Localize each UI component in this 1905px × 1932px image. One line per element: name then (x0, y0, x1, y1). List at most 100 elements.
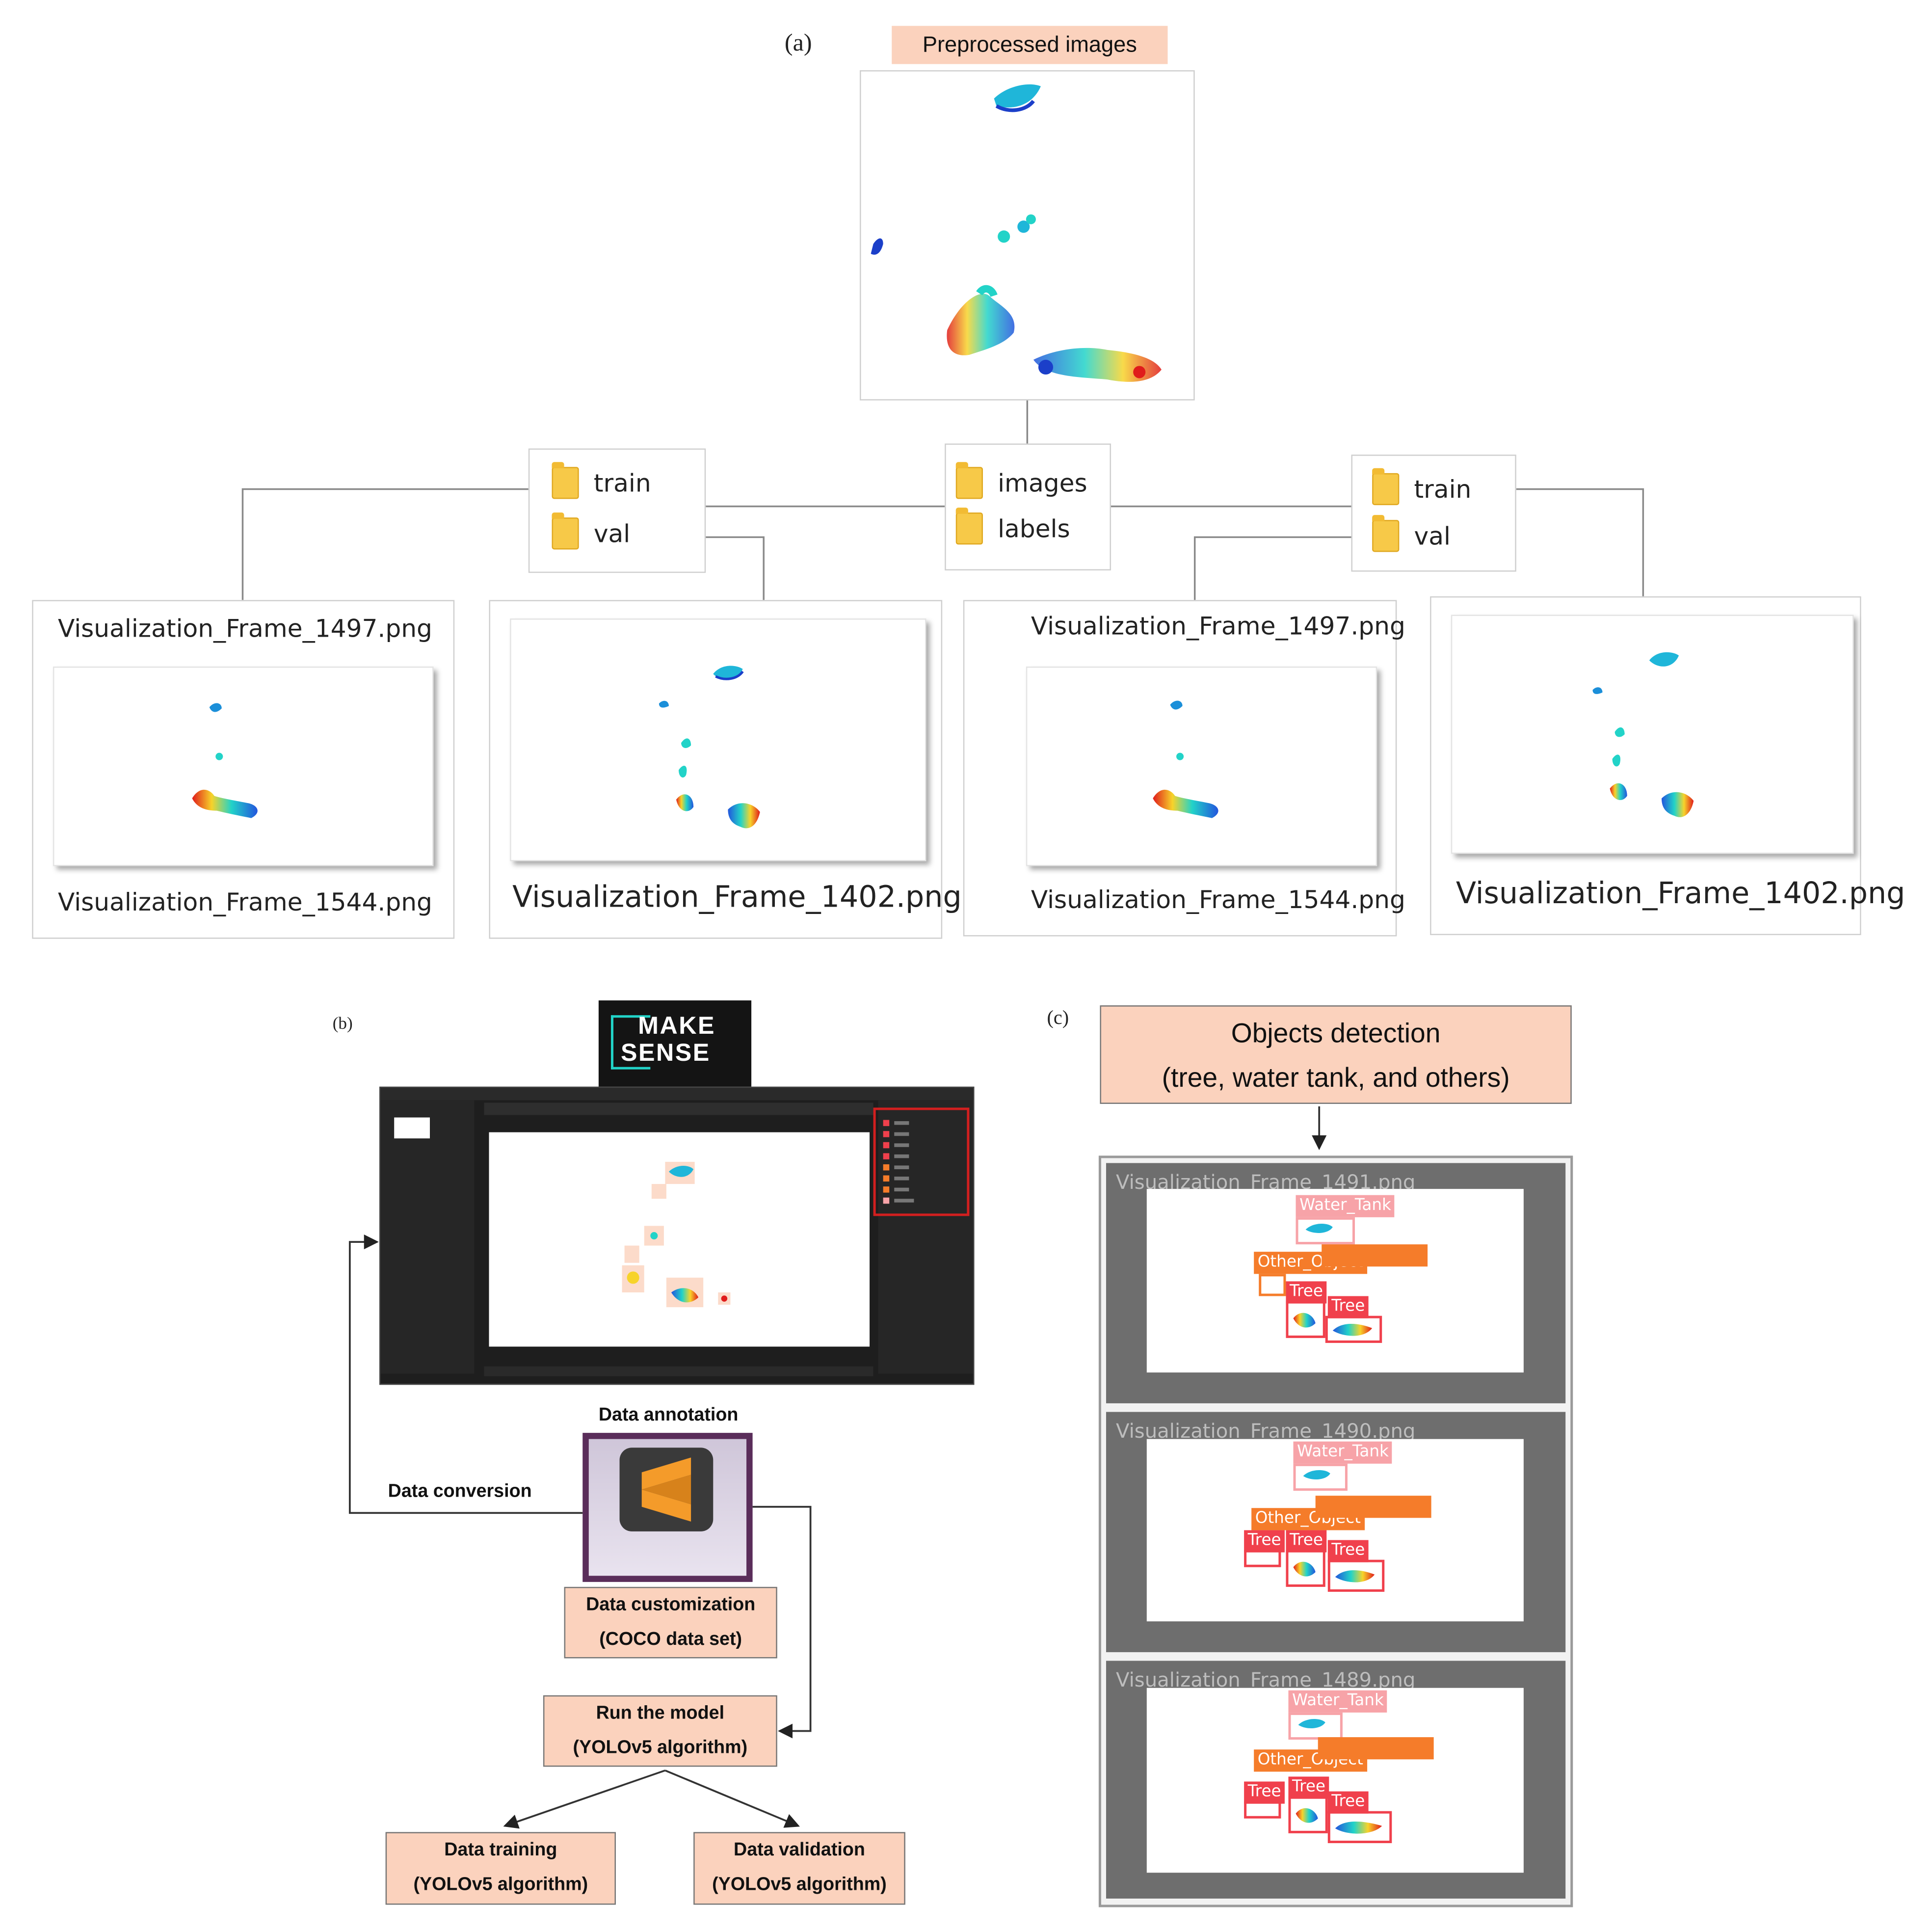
tree-object-2 (1332, 1323, 1373, 1336)
folder-icon (552, 512, 579, 550)
bbox-water-tank (1293, 1463, 1348, 1491)
bbox-other-object (1259, 1274, 1286, 1296)
preprocessed-image-frame (859, 70, 1195, 401)
folder-icon (1372, 515, 1400, 552)
panel-a-label: (a) (784, 29, 812, 57)
file-card-2[interactable]: Visualization_Frame_1402.png (489, 600, 962, 939)
tag-tree-2: Tree (1288, 1776, 1329, 1799)
data-validation-box: Data validation (YOLOv5 algorithm) (693, 1832, 905, 1905)
tag-tree-3: Tree (1327, 1791, 1369, 1814)
bbox-tree (1244, 1550, 1281, 1567)
tag-tree: Tree (1244, 1781, 1285, 1804)
folder-label: train (1414, 474, 1472, 504)
thumbnail-image (1592, 652, 1694, 817)
bbox-tree-2 (1288, 1796, 1328, 1833)
folder-row-train-left[interactable]: train (552, 462, 651, 499)
tag-water-tank: Water_Tank (1296, 1195, 1395, 1217)
file-name-top: Visualization_Frame_1497.png (1031, 611, 1405, 641)
preprocessed-images-title: Preprocessed images (892, 26, 1168, 64)
folder-label: images (998, 468, 1087, 498)
box-line-2: (YOLOv5 algorithm) (573, 1737, 748, 1758)
sidebar-thumbnail[interactable] (394, 1117, 430, 1139)
frame-title: Visualization_Frame_1489.png (1116, 1668, 1416, 1692)
detection-title-line-2: (tree, water tank, and others) (1162, 1062, 1510, 1093)
file-name-bottom: Visualization_Frame_1402.png (512, 880, 962, 914)
file-name-bottom: Visualization_Frame_1544.png (57, 887, 432, 917)
box-line-2: (YOLOv5 algorithm) (413, 1874, 588, 1895)
file-name-bottom: Visualization_Frame_1402.png (1455, 876, 1905, 911)
panel-b-label: (b) (332, 1015, 353, 1034)
logo-bracket-icon (610, 1015, 651, 1070)
panel-c-label: (c) (1047, 1008, 1069, 1029)
box-line-1: Data validation (734, 1839, 865, 1861)
tag-other-object-2 (1322, 1244, 1428, 1267)
box-line-2: (COCO data set) (599, 1629, 742, 1650)
left-split-box: train val (528, 448, 706, 573)
frame-title: Visualization_Frame_1490.png (1116, 1419, 1416, 1443)
file-thumbnail (510, 618, 926, 861)
folder-row-images[interactable]: images (955, 462, 1087, 499)
bbox-tree (1286, 1301, 1325, 1338)
data-conversion-label: Data conversion (388, 1481, 532, 1502)
thumbnail-image (659, 666, 760, 829)
folder-label: train (593, 468, 651, 498)
file-name-bottom: Visualization_Frame_1544.png (1031, 885, 1405, 914)
tag-tree-2: Tree (1327, 1296, 1369, 1318)
file-card-1[interactable]: Visualization_Frame_1497.png Visualizati… (32, 600, 455, 939)
tree-object (1293, 1313, 1316, 1328)
data-annotation-label: Data annotation (598, 1404, 739, 1426)
bbox-tree-2 (1286, 1550, 1325, 1587)
tag-water-tank: Water_Tank (1293, 1441, 1393, 1464)
box-line-1: Data customization (586, 1594, 756, 1615)
point-cloud-image (871, 84, 1162, 382)
file-card-3[interactable]: Visualization_Frame_1497.png Visualizati… (963, 600, 1405, 937)
app-top-bar (380, 1088, 973, 1100)
file-thumbnail (1451, 615, 1854, 854)
tag-tree-3: Tree (1327, 1540, 1369, 1562)
folder-row-train-right[interactable]: train (1372, 468, 1472, 506)
tag-tree: Tree (1244, 1530, 1285, 1553)
tree-object-2 (1335, 1570, 1375, 1583)
label-list-items (883, 1120, 914, 1204)
s-logo-icon (619, 1448, 714, 1531)
right-split-box: train val (1351, 455, 1516, 572)
annotation-app-screenshot[interactable] (379, 1086, 975, 1385)
file-thumbnail (53, 666, 434, 866)
file-card-4[interactable]: Visualization_Frame_1402.png (1430, 596, 1905, 936)
folder-label: labels (998, 513, 1070, 543)
water-tank-object (1305, 1223, 1333, 1233)
bbox-tree-3 (1327, 1559, 1385, 1592)
tag-tree: Tree (1286, 1281, 1327, 1304)
tree-object-2 (1335, 1822, 1382, 1834)
folder-icon (1372, 468, 1400, 506)
app-status-bar (484, 1366, 873, 1376)
dataset-root-box: images labels (945, 443, 1111, 571)
logo-line-2: SENSE (621, 1040, 711, 1067)
app-toolbar (484, 1102, 873, 1115)
folder-row-labels[interactable]: labels (955, 508, 1070, 545)
thumbnail-image (1153, 700, 1218, 818)
logo-line-1: MAKE (638, 1013, 716, 1040)
folder-icon (955, 508, 983, 545)
file-name-top: Visualization_Frame_1497.png (57, 613, 432, 644)
bbox-water-tank (1296, 1217, 1355, 1245)
app-thumbnail-sidebar (380, 1100, 475, 1374)
thumbnail-image (192, 703, 258, 818)
file-thumbnail (1026, 666, 1377, 866)
water-tank-object (1303, 1470, 1330, 1479)
detection-frame-1: Visualization_Frame_1491.png Water_Tank … (1106, 1163, 1566, 1403)
folder-row-val-left[interactable]: val (552, 512, 630, 550)
tag-other-object-2 (1318, 1737, 1434, 1760)
label-list-highlight[interactable] (873, 1107, 970, 1216)
tree-object (1296, 1808, 1318, 1823)
water-tank-object (1298, 1718, 1325, 1728)
box-line-1: Run the model (596, 1702, 725, 1724)
tag-tree-2: Tree (1286, 1530, 1327, 1553)
app-canvas[interactable] (489, 1132, 870, 1347)
folder-row-val-right[interactable]: val (1372, 515, 1451, 552)
bbox-tree-3 (1327, 1811, 1392, 1843)
make-sense-logo: MAKE SENSE (598, 1000, 752, 1087)
folder-icon (552, 462, 579, 499)
folder-label: val (1414, 521, 1451, 551)
bbox-water-tank (1288, 1712, 1343, 1740)
